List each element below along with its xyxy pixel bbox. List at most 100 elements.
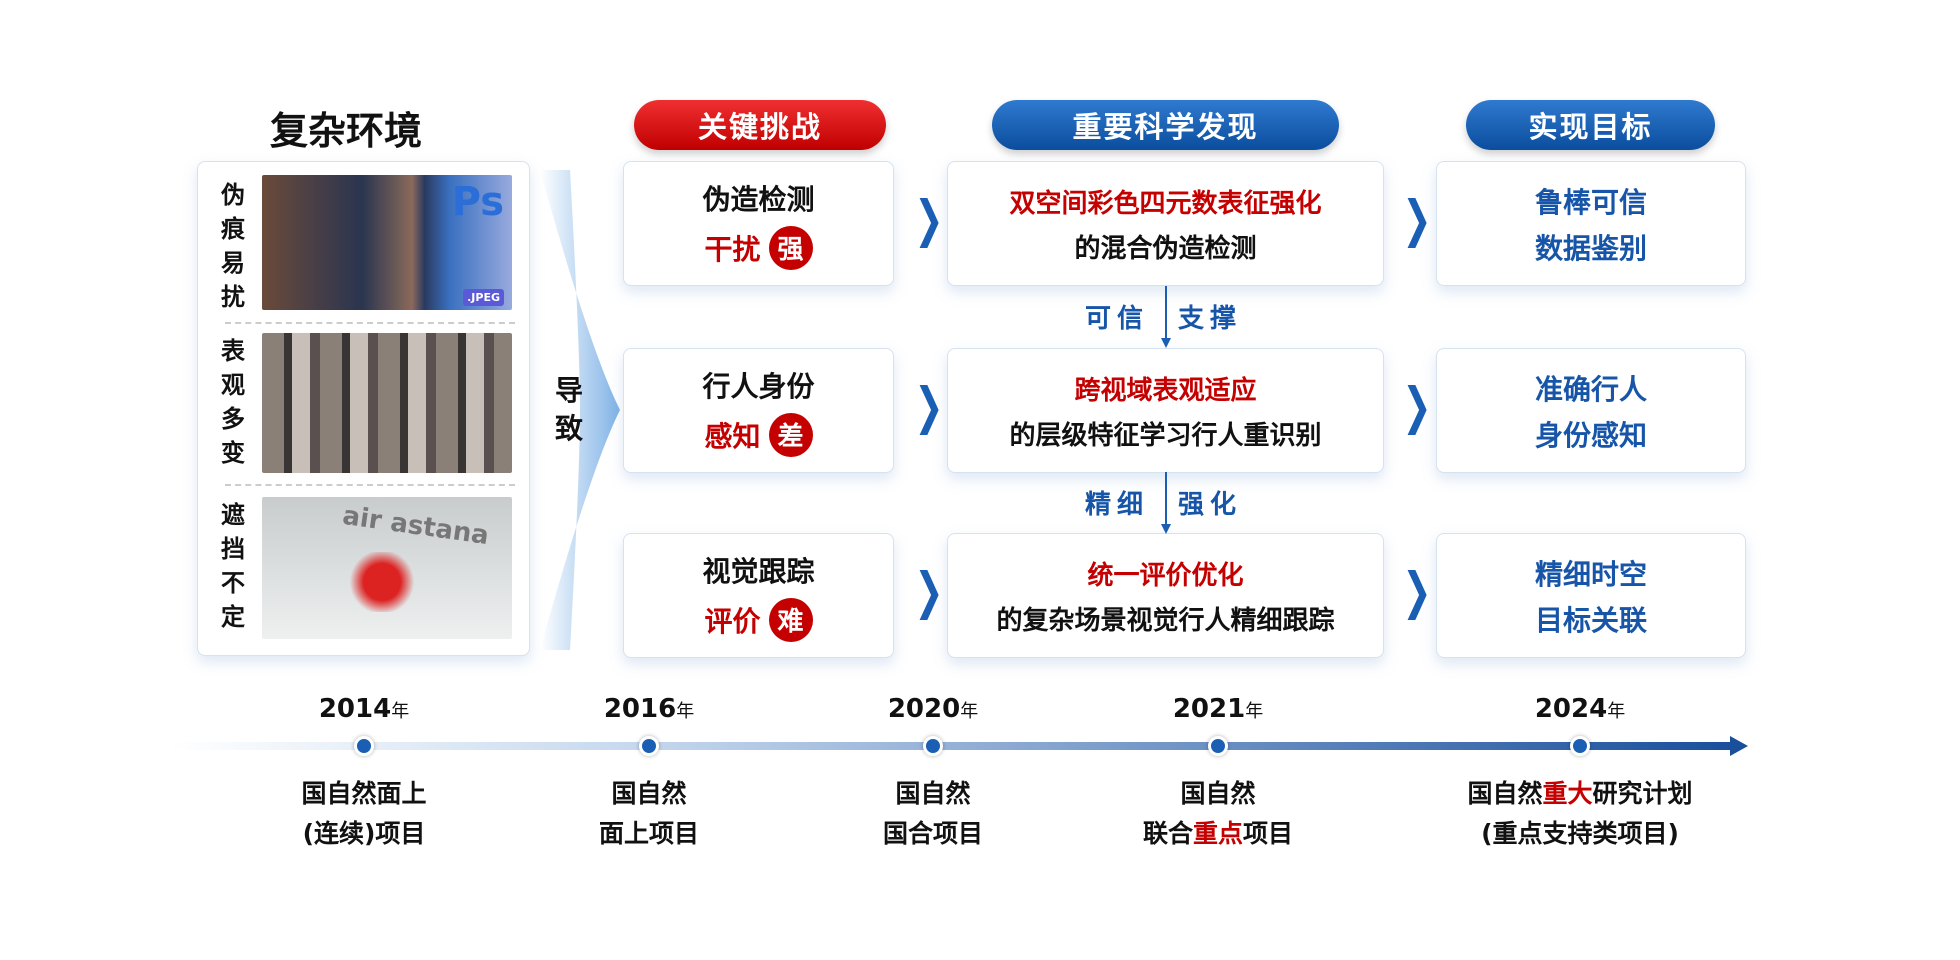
highlight-text: 重大 bbox=[1542, 779, 1593, 808]
year-value: 2020 bbox=[887, 694, 961, 724]
goal-line: 目标关联 bbox=[1534, 603, 1647, 637]
discovery-highlight: 统一评价优化 bbox=[1087, 560, 1244, 591]
year-unit: 年 bbox=[960, 701, 979, 722]
discovery-text: 的层级特征学习行人重识别 bbox=[1009, 420, 1322, 451]
issue-badge: 差 bbox=[768, 412, 813, 457]
goal-line: 身份感知 bbox=[1534, 418, 1647, 452]
year-value: 2024 bbox=[1534, 694, 1608, 724]
timeline-dot bbox=[923, 736, 943, 756]
project-line: 联合重点项目 bbox=[1143, 814, 1293, 854]
challenge-title: 视觉跟踪 bbox=[702, 554, 815, 588]
project-line: 国自然面上 bbox=[301, 779, 427, 808]
connector-right: 支撑 bbox=[1178, 304, 1243, 334]
goal-card: 鲁棒可信数据鉴别 bbox=[1436, 161, 1746, 286]
env-label-appearance: 表观多变 bbox=[221, 337, 245, 467]
text: 项目 bbox=[1243, 819, 1294, 848]
timeline-dot bbox=[1570, 736, 1590, 756]
challenge-issue: 干扰强 bbox=[704, 225, 813, 270]
challenge-title: 伪造检测 bbox=[702, 182, 815, 216]
text: 国自然 bbox=[1467, 779, 1543, 808]
chevron-right-icon: ❯ bbox=[914, 562, 944, 620]
project-label: 国自然面上项目 bbox=[599, 774, 699, 854]
issue-badge: 强 bbox=[768, 225, 813, 270]
issue-text: 感知 bbox=[704, 419, 761, 453]
env-label-occlusion: 遮挡不定 bbox=[221, 501, 245, 631]
challenge-card: 视觉跟踪评价难 bbox=[623, 533, 894, 658]
connector-left: 精细 bbox=[1085, 490, 1150, 520]
goal-card: 精细时空目标关联 bbox=[1436, 533, 1746, 658]
chevron-right-icon: ❯ bbox=[1402, 377, 1432, 435]
goal-line: 数据鉴别 bbox=[1534, 231, 1647, 265]
project-line: 国自然 bbox=[611, 779, 687, 808]
year-unit: 年 bbox=[676, 701, 695, 722]
skaters bbox=[347, 552, 417, 612]
timeline-dot bbox=[1208, 736, 1228, 756]
year-unit: 年 bbox=[1245, 701, 1264, 722]
goal-line: 准确行人 bbox=[1534, 372, 1647, 406]
project-line: 国合项目 bbox=[882, 819, 984, 848]
goal-line: 鲁棒可信 bbox=[1534, 185, 1647, 219]
project-label: 国自然面上 (连续)项目 bbox=[301, 774, 426, 854]
project-line: 面上项目 bbox=[598, 819, 700, 848]
divider bbox=[225, 484, 515, 486]
timeline-dot bbox=[354, 736, 374, 756]
timeline-dot bbox=[639, 736, 659, 756]
project-label: 国自然联合重点项目 bbox=[1143, 774, 1293, 854]
timeline-year: 2020年 bbox=[888, 694, 978, 724]
discovery-card: 统一评价优化的复杂场景视觉行人精细跟踪 bbox=[947, 533, 1384, 658]
discovery-text: 的复杂场景视觉行人精细跟踪 bbox=[996, 605, 1335, 636]
forgery-image: Ps .JPEG bbox=[262, 175, 512, 310]
chevron-right-icon: ❯ bbox=[1402, 562, 1432, 620]
timeline-axis bbox=[170, 736, 1748, 756]
issue-badge: 难 bbox=[768, 597, 813, 642]
jpeg-tag: .JPEG bbox=[463, 289, 504, 306]
challenge-issue: 评价难 bbox=[704, 597, 813, 642]
pedestrians-image bbox=[262, 333, 512, 473]
challenge-card: 伪造检测干扰强 bbox=[623, 161, 894, 286]
connector-left: 可信 bbox=[1085, 304, 1150, 334]
chevron-right-icon: ❯ bbox=[914, 190, 944, 248]
project-line: (连续)项目 bbox=[302, 819, 426, 848]
year-unit: 年 bbox=[391, 701, 410, 722]
env-label-forgery: 伪痕易扰 bbox=[221, 181, 245, 311]
down-arrow bbox=[1161, 472, 1171, 534]
challenge-card: 行人身份感知差 bbox=[623, 348, 894, 473]
timeline-year: 2016年 bbox=[604, 694, 694, 724]
discovery-card: 双空间彩色四元数表征强化的混合伪造检测 bbox=[947, 161, 1384, 286]
issue-text: 评价 bbox=[704, 604, 761, 638]
goal-line: 精细时空 bbox=[1534, 557, 1647, 591]
challenge-title: 行人身份 bbox=[702, 369, 815, 403]
project-line: 国自然 bbox=[1180, 779, 1256, 808]
funnel-arrow bbox=[540, 170, 620, 650]
timeline-year: 2024年 bbox=[1535, 694, 1625, 724]
text: 联合 bbox=[1142, 819, 1193, 848]
discovery-highlight: 双空间彩色四元数表征强化 bbox=[1009, 188, 1322, 219]
issue-text: 干扰 bbox=[704, 232, 761, 266]
year-value: 2016 bbox=[603, 694, 677, 724]
header-discovery: 重要科学发现 bbox=[992, 100, 1339, 150]
header-challenge: 关键挑战 bbox=[634, 100, 886, 150]
discovery-highlight: 跨视域表观适应 bbox=[1074, 375, 1257, 406]
goal-card: 准确行人身份感知 bbox=[1436, 348, 1746, 473]
discovery-card: 跨视域表观适应的层级特征学习行人重识别 bbox=[947, 348, 1384, 473]
cause-label: 导致 bbox=[555, 374, 584, 445]
banner-text: air astana bbox=[340, 500, 491, 552]
timeline-year: 2014年 bbox=[319, 694, 409, 724]
year-unit: 年 bbox=[1607, 701, 1626, 722]
ps-logo: Ps bbox=[451, 179, 504, 225]
challenge-issue: 感知差 bbox=[704, 412, 813, 457]
project-label: 国自然重大研究计划(重点支持类项目) bbox=[1467, 774, 1692, 854]
year-value: 2021 bbox=[1172, 694, 1246, 724]
divider bbox=[225, 322, 515, 324]
skating-image: air astana bbox=[262, 497, 512, 639]
year-value: 2014 bbox=[318, 694, 392, 724]
header-goal: 实现目标 bbox=[1466, 100, 1715, 150]
project-label: 国自然国合项目 bbox=[883, 774, 983, 854]
timeline-year: 2021年 bbox=[1173, 694, 1263, 724]
down-arrow bbox=[1161, 286, 1171, 348]
chevron-right-icon: ❯ bbox=[914, 377, 944, 435]
text: 研究计划 bbox=[1592, 779, 1693, 808]
connector-right: 强化 bbox=[1178, 490, 1243, 520]
chevron-right-icon: ❯ bbox=[1402, 190, 1432, 248]
project-line: 国自然 bbox=[895, 779, 971, 808]
